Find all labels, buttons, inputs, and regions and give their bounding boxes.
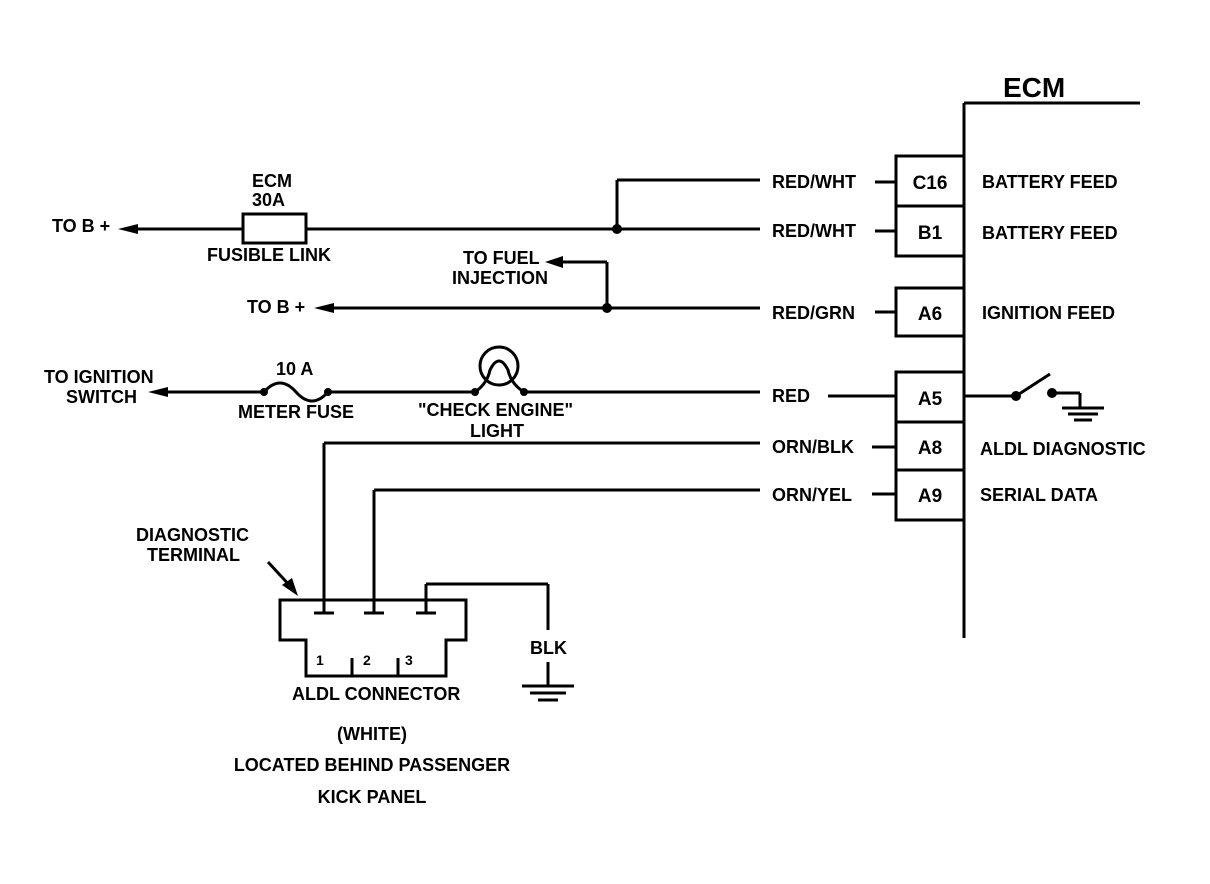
aldl-connector-body bbox=[278, 598, 468, 678]
fusible-link-name: FUSIBLE LINK bbox=[207, 245, 331, 265]
fusible-link-label-2: 30A bbox=[252, 190, 285, 210]
pin-label-a8: A8 bbox=[918, 438, 942, 459]
pin-label-c16: C16 bbox=[913, 173, 948, 194]
function-label-a6: IGNITION FEED bbox=[982, 303, 1115, 323]
wire-color-b1: RED/WHT bbox=[772, 221, 856, 241]
terminal-number-1: 1 bbox=[316, 652, 324, 668]
check-engine-lamp-bulb bbox=[478, 345, 520, 387]
aldl-location-line-1: LOCATED BEHIND PASSENGER bbox=[234, 755, 510, 775]
arrow-to-b-plus-1 bbox=[118, 224, 138, 234]
to-b-plus-label-2: TO B + bbox=[247, 297, 305, 317]
to-b-plus-label-1: TO B + bbox=[52, 216, 110, 236]
fuel-injection-label-2: INJECTION bbox=[452, 268, 548, 288]
pin-label-a5: A5 bbox=[918, 389, 943, 410]
terminal-number-2: 2 bbox=[363, 652, 371, 668]
diagnostic-terminal-label-2: TERMINAL bbox=[147, 545, 240, 565]
wire-color-a6: RED/GRN bbox=[772, 303, 855, 323]
fuel-injection-label-1: TO FUEL bbox=[463, 248, 540, 268]
diagnostic-terminal-arrow bbox=[282, 578, 298, 596]
arrow-fuel-injection bbox=[545, 256, 563, 268]
function-label-b1: BATTERY FEED bbox=[982, 223, 1118, 243]
switch-blade bbox=[1015, 372, 1051, 398]
function-label-c16: BATTERY FEED bbox=[982, 172, 1118, 192]
wire-color-a9: ORN/YEL bbox=[772, 485, 852, 505]
blk-wire-label: BLK bbox=[530, 638, 567, 658]
fusible-link-symbol bbox=[241, 212, 308, 245]
wire-color-c16: RED/WHT bbox=[772, 172, 856, 192]
aldl-connector-color: (WHITE) bbox=[337, 724, 407, 744]
diagnostic-terminal-label-1: DIAGNOSTIC bbox=[136, 525, 249, 545]
aldl-connector-name: ALDL CONNECTOR bbox=[292, 684, 460, 704]
pin-label-a6: A6 bbox=[918, 304, 942, 325]
ignition-switch-label-1: TO IGNITION bbox=[44, 367, 154, 387]
ecm-title: ECM bbox=[1003, 72, 1065, 103]
splice-dot-1 bbox=[612, 224, 622, 234]
aldl-location-line-2: KICK PANEL bbox=[318, 787, 427, 807]
arrow-to-ignition-switch bbox=[148, 387, 168, 397]
pin-label-b1: B1 bbox=[918, 223, 943, 244]
check-engine-label-1: "CHECK ENGINE" bbox=[418, 400, 573, 420]
wire-color-a8: ORN/BLK bbox=[772, 437, 854, 457]
pin-label-a9: A9 bbox=[918, 486, 942, 507]
function-label-a9: SERIAL DATA bbox=[980, 485, 1098, 505]
arrow-to-b-plus-2 bbox=[314, 303, 334, 313]
fusible-link-label-1: ECM bbox=[252, 171, 292, 191]
meter-fuse-symbol bbox=[262, 381, 330, 403]
wire-color-a5: RED bbox=[772, 386, 810, 406]
pin-box-b1 bbox=[894, 204, 966, 258]
meter-fuse-label: METER FUSE bbox=[238, 402, 354, 422]
pin-box-a8 bbox=[894, 420, 966, 472]
terminal-number-3: 3 bbox=[405, 652, 413, 668]
meter-fuse-rating: 10 A bbox=[276, 359, 313, 379]
function-label-a8: ALDL DIAGNOSTIC bbox=[980, 439, 1146, 459]
check-engine-label-2: LIGHT bbox=[470, 421, 524, 441]
ignition-switch-label-2: SWITCH bbox=[66, 387, 137, 407]
check-engine-lamp-filament bbox=[474, 359, 525, 394]
